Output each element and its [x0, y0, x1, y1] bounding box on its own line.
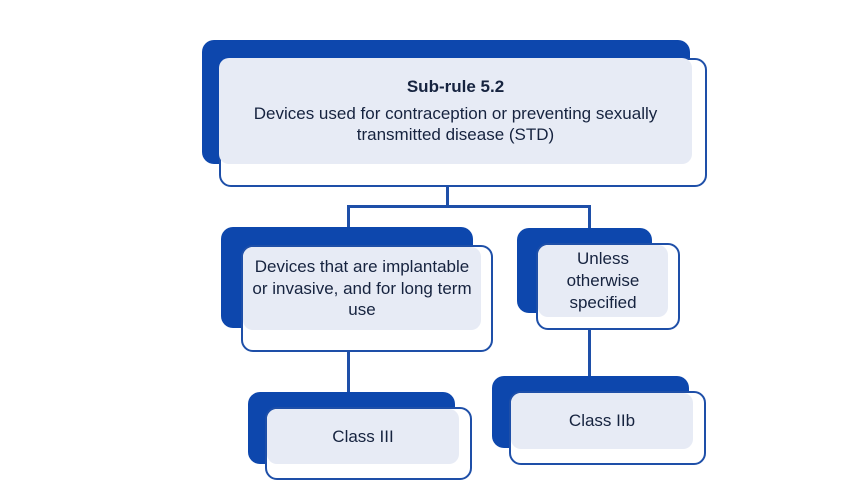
node-face-layer: Unless otherwise specified [538, 245, 668, 317]
class-iii-label: Class III [332, 426, 394, 446]
node-face-layer: Class IIb [511, 393, 693, 449]
sub-rule-body: Devices used for contraception or preven… [253, 103, 658, 145]
connector-subrule-stem [446, 187, 449, 207]
sub-rule-title: Sub-rule 5.2 [406, 76, 505, 96]
node-face-layer: Class III [267, 409, 459, 464]
node-label-group: Sub-rule 5.2 Devices used for contracept… [219, 76, 692, 146]
class-iib-label: Class IIb [568, 411, 636, 431]
implantable-label: Devices that are implantable or invasive… [252, 256, 472, 320]
node-face-layer: Sub-rule 5.2 Devices used for contracept… [219, 58, 692, 164]
unless-label: Unless otherwise specified [566, 249, 640, 312]
connector-branch-right [588, 205, 591, 233]
connector-branch-bar [347, 205, 591, 208]
connector-implantable-to-class-iii [347, 352, 350, 400]
node-face-layer: Devices that are implantable or invasive… [243, 247, 481, 330]
connector-unless-to-class-iib [588, 330, 591, 385]
connector-branch-left [347, 205, 350, 233]
